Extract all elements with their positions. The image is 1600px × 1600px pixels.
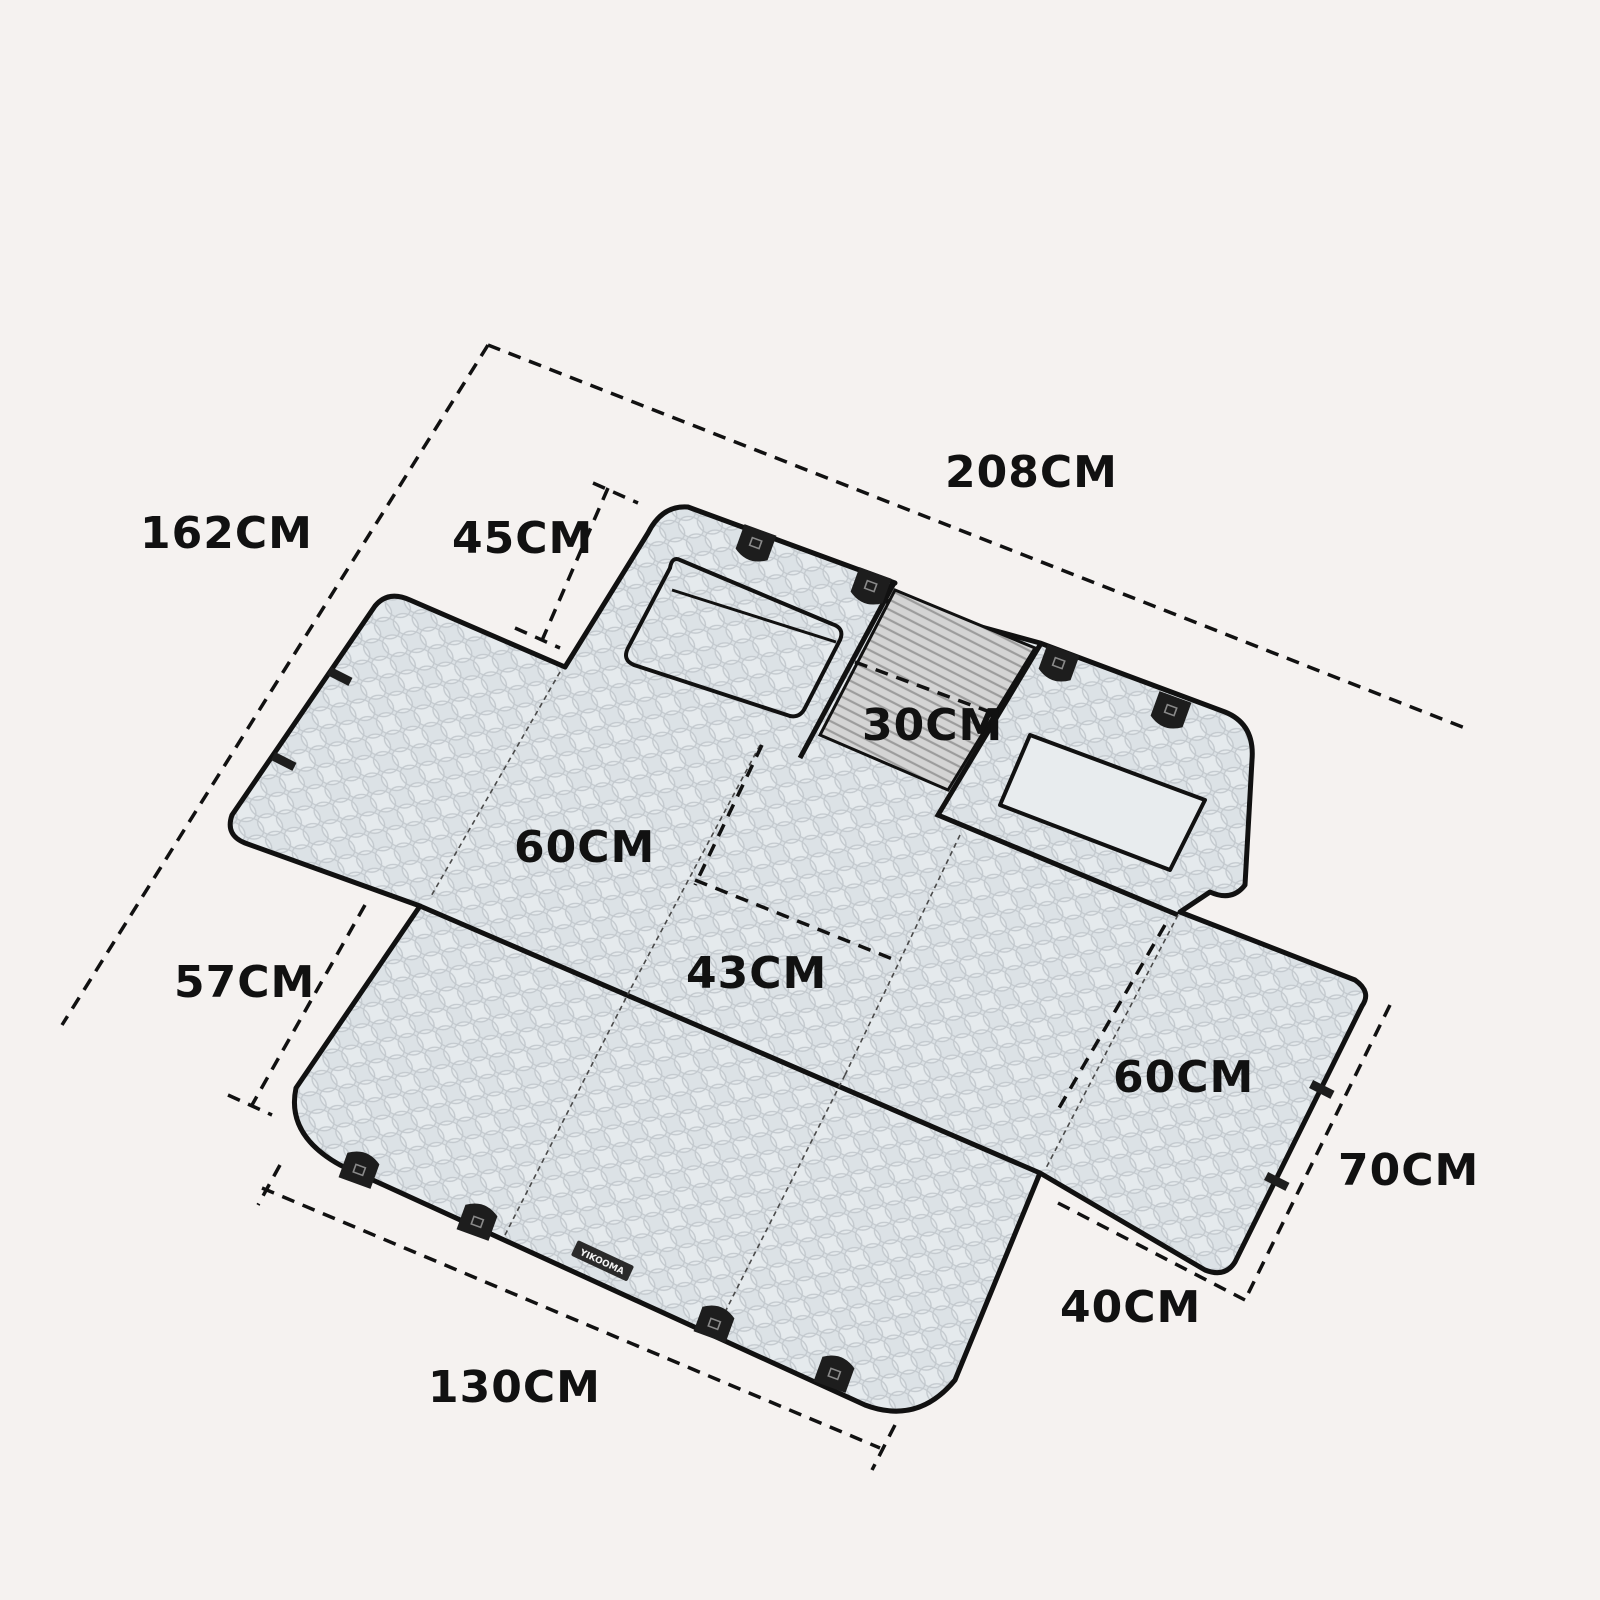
top-flap-line <box>538 487 610 646</box>
side-buckle <box>1264 1171 1290 1191</box>
fold-seams <box>429 671 1179 1319</box>
seat-depth-right-line <box>1053 924 1167 1116</box>
anchor-tab <box>338 1151 380 1189</box>
seat-divider <box>419 903 1041 1176</box>
side-flap-height-label: 70CM <box>1338 1145 1479 1196</box>
anchor-tab <box>456 1203 498 1241</box>
fold-seam <box>429 671 561 899</box>
center-gap-label: 43CM <box>686 948 827 999</box>
fold-seam <box>1044 914 1179 1171</box>
anchor-tab <box>735 524 777 562</box>
side-buckle <box>327 666 353 686</box>
overall-height-label: 162CM <box>140 508 313 559</box>
bottom-flap-cap <box>227 1093 273 1117</box>
top-storage-pocket <box>624 557 844 719</box>
anchor-tab <box>1150 691 1192 729</box>
bottom-width-line <box>261 1186 881 1450</box>
bottom-flap-height-label: 57CM <box>174 957 315 1008</box>
fold-seam <box>504 989 631 1236</box>
mesh-width-line <box>854 660 991 714</box>
side-flap-height-line <box>1243 1004 1392 1301</box>
window-pocket <box>998 733 1207 872</box>
overall-height-line <box>60 344 490 1026</box>
overall-width-label: 208CM <box>945 447 1118 498</box>
center-gap-line <box>694 878 896 962</box>
fold-seam <box>629 744 761 991</box>
anchor-tab <box>693 1305 735 1343</box>
seat-depth-left-label: 60CM <box>514 822 655 873</box>
seat-cover-mat <box>227 504 1369 1414</box>
mat-outline <box>227 504 1369 1414</box>
seat-depth-right-label: 60CM <box>1113 1052 1254 1103</box>
anchor-tabs <box>271 524 1335 1393</box>
dimension-lines <box>60 343 1471 1471</box>
bottom-width-cap <box>256 1164 282 1206</box>
fold-seam <box>721 1074 846 1319</box>
mesh-left-edge <box>797 583 896 760</box>
anchor-tab <box>813 1355 855 1393</box>
side-buckle <box>271 751 297 771</box>
mesh-right-edge <box>934 643 1179 918</box>
bottom-width-label: 130CM <box>428 1362 601 1413</box>
top-flap-cap <box>514 626 561 650</box>
anchor-tab <box>1038 644 1080 682</box>
top-flap-label: 45CM <box>452 513 593 564</box>
pocket-flap-line <box>671 588 837 644</box>
dimension-labels: 208CM 162CM 45CM 30CM 60CM 43CM 60CM 57C… <box>140 447 1479 1413</box>
bottom-width-cap <box>870 1424 897 1471</box>
top-flap-cap <box>592 481 639 505</box>
mesh-panel-label: 30CM <box>862 700 1003 751</box>
side-buckle <box>1309 1079 1335 1099</box>
bottom-flap-height-line <box>250 904 367 1106</box>
seat-depth-left-line <box>693 744 764 886</box>
window-pocket-frame <box>998 733 1207 872</box>
anchor-tab <box>850 567 892 605</box>
pocket-body <box>624 557 844 719</box>
side-flap-length-label: 40CM <box>1060 1282 1201 1333</box>
